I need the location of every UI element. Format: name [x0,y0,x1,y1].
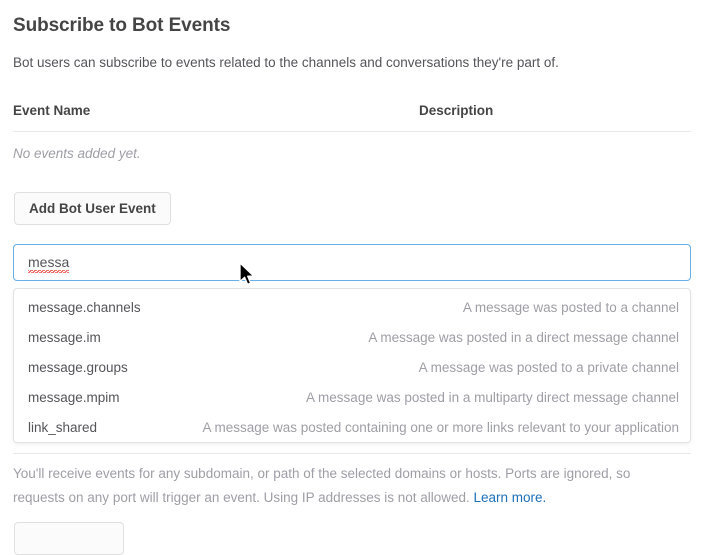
option-event-description: A message was posted containing one or m… [202,419,679,435]
event-suggestions-dropdown[interactable]: message.channels A message was posted to… [13,288,691,443]
table-header-row: Event Name Description [13,103,691,132]
table-empty-message: No events added yet. [13,146,141,161]
dropdown-option-message-groups[interactable]: message.groups A message was posted to a… [14,352,690,382]
option-event-description: A message was posted to a private channe… [418,359,679,375]
subscribe-bot-events-page: Subscribe to Bot Events Bot users can su… [13,15,691,555]
option-event-name: message.channels [28,299,141,315]
learn-more-link[interactable]: Learn more. [473,490,547,505]
column-header-description: Description [419,103,494,118]
dropdown-option-message-im[interactable]: message.im A message was posted in a dir… [14,322,690,352]
option-event-name: message.mpim [28,389,120,405]
section-divider [13,453,691,454]
page-subtitle: Bot users can subscribe to events relate… [13,55,559,70]
footer-note-text: You'll receive events for any subdomain,… [13,466,631,505]
option-event-name: link_shared [28,419,98,435]
event-search-input[interactable] [13,244,691,281]
dropdown-option-link-shared[interactable]: link_shared A message was posted contain… [14,412,690,442]
page-title: Subscribe to Bot Events [13,15,231,36]
column-header-event-name: Event Name [13,103,91,118]
dropdown-option-message-mpim[interactable]: message.mpim A message was posted in a m… [14,382,690,412]
option-event-description: A message was posted in a direct message… [368,329,679,345]
dropdown-option-message-channels[interactable]: message.channels A message was posted to… [14,292,690,322]
option-event-name: message.im [28,329,101,345]
footer-note: You'll receive events for any subdomain,… [13,462,678,510]
option-event-description: A message was posted to a channel [462,299,679,315]
option-event-name: message.groups [28,359,128,375]
option-event-description: A message was posted in a multiparty dir… [306,389,679,405]
bot-events-table: Event Name Description No events added y… [13,103,691,161]
bottom-partial-button[interactable] [14,522,124,555]
add-bot-user-event-button[interactable]: Add Bot User Event [14,192,171,225]
